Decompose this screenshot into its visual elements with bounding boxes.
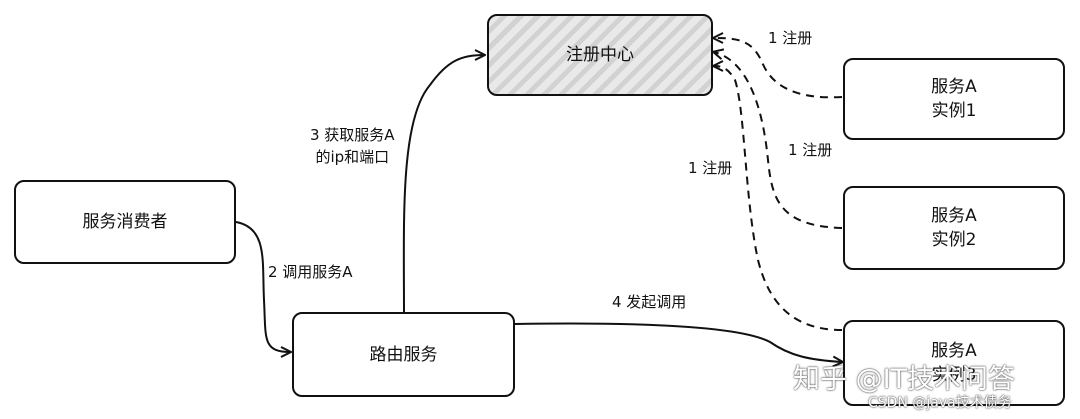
watermark-sub: CSDN @java技术债务 — [868, 395, 1012, 411]
instance2-label: 服务A 实例2 — [931, 206, 977, 250]
registry-label: 注册中心 — [566, 45, 634, 65]
instance2-node: 服务A 实例2 — [843, 186, 1065, 270]
invoke-label: 4 发起调用 — [612, 293, 687, 311]
register-label-3: 1 注册 — [688, 159, 733, 177]
watermark-main: 知乎 @IT技术问答 — [793, 364, 1016, 395]
instance1-node: 服务A 实例1 — [843, 58, 1065, 140]
router-node: 路由服务 — [292, 312, 515, 397]
consumer-node: 服务消费者 — [14, 180, 236, 264]
register-label-2: 1 注册 — [788, 141, 833, 159]
instance3-label: 服务A 实例3 — [931, 341, 977, 385]
router-label: 路由服务 — [369, 344, 438, 365]
edge-call-service — [235, 221, 290, 352]
get-address-label: 3 获取服务A 的ip和端口 — [310, 126, 395, 166]
consumer-label: 服务消费者 — [82, 212, 168, 232]
edge-get-address — [402, 55, 484, 313]
edge-register-instance1 — [714, 38, 843, 99]
instance1-label: 服务A 实例1 — [931, 77, 977, 121]
call-service-label: 2 调用服务A — [268, 263, 353, 281]
register-label-1: 1 注册 — [768, 29, 813, 47]
instance3-node: 服务A 实例3 — [843, 320, 1065, 406]
edge-invoke — [514, 322, 842, 362]
edge-register-instance3 — [714, 66, 843, 331]
edge-register-instance2 — [714, 52, 843, 229]
registry-node: 注册中心 — [487, 14, 713, 96]
